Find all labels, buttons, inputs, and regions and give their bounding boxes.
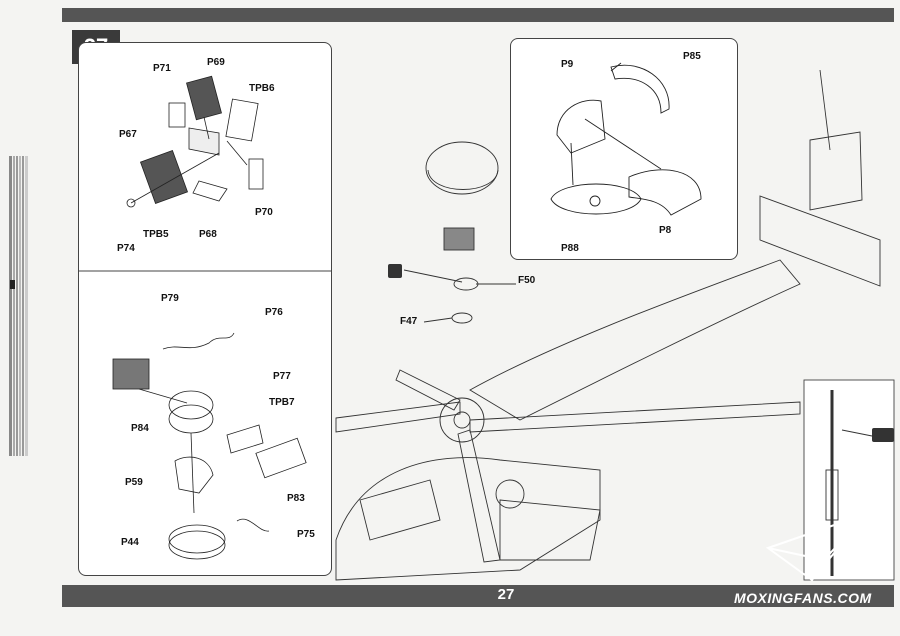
left-subassembly-panel: P71 P69 TPB6 P67 P70 TPB5 P68 P74 P79 P7…	[78, 42, 332, 576]
part-label-p76: P76	[265, 307, 283, 318]
part-label-f47: F47	[400, 316, 418, 327]
part-label-tpb7: TPB7	[269, 397, 295, 408]
watermark-text: MOXINGFANS.COM	[734, 590, 872, 606]
part-label-p9: P9	[561, 59, 574, 70]
part-label-tpb5: TPB5	[143, 229, 169, 240]
left-panel-drawing	[79, 75, 331, 560]
part-label-tpb6: TPB6	[249, 83, 275, 94]
part-label-p8: P8	[659, 225, 672, 236]
paper-plane-logo	[765, 511, 870, 582]
part-label-p71: P71	[153, 63, 171, 74]
part-label-p75: P75	[297, 529, 315, 540]
part-label-p68: P68	[199, 229, 217, 240]
part-label-p70: P70	[255, 207, 273, 218]
part-label-p83: P83	[287, 493, 305, 504]
part-label-p84: P84	[131, 423, 149, 434]
part-label-p69: P69	[207, 57, 225, 68]
part-label-p59: P59	[125, 477, 143, 488]
part-label-p79: P79	[161, 293, 179, 304]
footer-bar	[62, 585, 894, 607]
header-bar	[62, 8, 894, 22]
hub-cover-drawing	[550, 62, 702, 216]
page-number: 27	[497, 586, 515, 603]
part-label-p77: P77	[273, 371, 291, 382]
page-stack-edges	[9, 156, 28, 456]
part-label-p44: P44	[121, 537, 139, 548]
glue-icon	[388, 264, 402, 278]
part-label-p67: P67	[119, 129, 137, 140]
part-label-p88: P88	[561, 243, 579, 254]
photo-etch-icon	[872, 428, 894, 442]
part-label-f50: F50	[518, 275, 536, 286]
part-label-p74: P74	[117, 243, 135, 254]
part-label-p85: P85	[683, 51, 701, 62]
rotor-hub-cover-panel: P9 P85 P88 P8	[510, 38, 738, 260]
